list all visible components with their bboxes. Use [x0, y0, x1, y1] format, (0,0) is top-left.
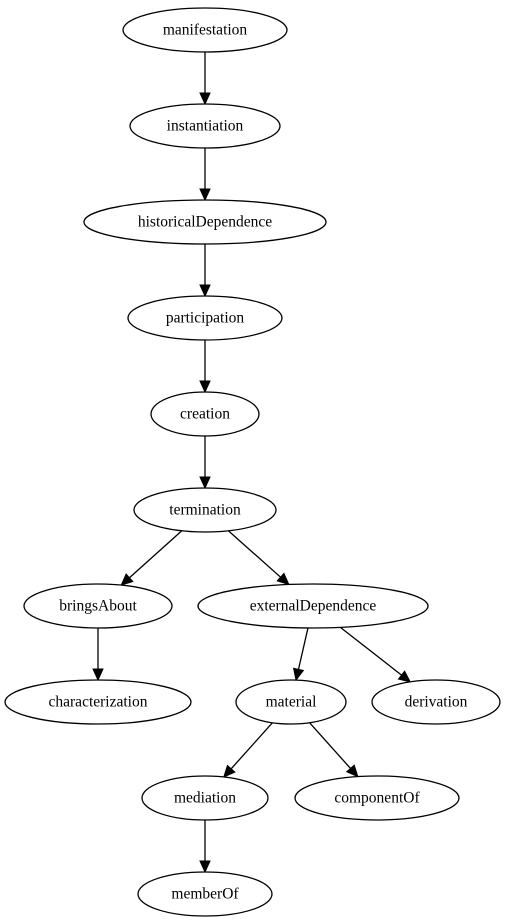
- node-label: historicalDependence: [138, 214, 272, 231]
- arrowhead-icon: [292, 667, 305, 682]
- edges-layer: [92, 52, 412, 874]
- edge-historicalDependence-to-participation: [199, 244, 211, 298]
- node-termination: termination: [133, 487, 277, 533]
- arrowhead-icon: [397, 670, 412, 683]
- node-ellipse: [83, 199, 327, 245]
- node-bringsAbout: bringsAbout: [23, 583, 173, 629]
- node-ellipse: [129, 103, 281, 149]
- node-ellipse: [150, 391, 260, 437]
- node-ellipse: [235, 679, 347, 725]
- node-label: externalDependence: [250, 598, 377, 615]
- arrowhead-icon: [199, 380, 211, 394]
- arrowhead-icon: [120, 573, 134, 586]
- edge-creation-to-termination: [199, 436, 211, 490]
- node-label: participation: [166, 310, 245, 327]
- arrowhead-icon: [199, 284, 211, 298]
- node-label: derivation: [405, 694, 468, 711]
- arrowhead-icon: [199, 188, 211, 202]
- node-label: material: [266, 694, 317, 711]
- edge-manifestation-to-instantiation: [199, 52, 211, 106]
- edge-material-to-componentOf: [309, 722, 359, 778]
- node-ellipse: [127, 295, 283, 341]
- node-memberOf: memberOf: [137, 871, 273, 917]
- edge-mediation-to-memberOf: [199, 820, 211, 874]
- node-derivation: derivation: [371, 679, 501, 725]
- node-ellipse: [141, 775, 269, 821]
- node-ellipse: [294, 775, 460, 821]
- node-ellipse: [23, 583, 173, 629]
- node-manifestation: manifestation: [122, 7, 288, 53]
- edge-material-to-mediation: [223, 722, 273, 778]
- edge-instantiation-to-historicalDependence: [199, 148, 211, 202]
- arrowhead-icon: [199, 860, 211, 874]
- edge-line: [309, 722, 351, 769]
- node-historicalDependence: historicalDependence: [83, 199, 327, 245]
- node-ellipse: [122, 7, 288, 53]
- node-label: termination: [169, 502, 241, 519]
- node-label: componentOf: [334, 790, 420, 807]
- edge-termination-to-externalDependence: [227, 530, 290, 586]
- edge-line: [339, 626, 402, 676]
- node-creation: creation: [150, 391, 260, 437]
- edge-line: [297, 627, 309, 670]
- node-material: material: [235, 679, 347, 725]
- edge-line: [129, 530, 183, 579]
- node-label: creation: [180, 406, 230, 423]
- edge-line: [230, 722, 273, 770]
- nodes-layer: manifestation instantiation historicalDepe…: [4, 7, 501, 917]
- arrowhead-icon: [276, 572, 290, 586]
- edge-line: [227, 530, 282, 578]
- arrowhead-icon: [199, 476, 211, 490]
- node-ellipse: [137, 871, 273, 917]
- edge-termination-to-bringsAbout: [120, 530, 183, 586]
- edge-bringsAbout-to-characterization: [92, 628, 104, 682]
- node-label: bringsAbout: [59, 598, 137, 615]
- edge-externalDependence-to-material: [292, 627, 309, 682]
- arrowhead-icon: [92, 668, 104, 682]
- node-ellipse: [197, 583, 429, 629]
- node-ellipse: [4, 679, 192, 725]
- edge-participation-to-creation: [199, 340, 211, 394]
- node-characterization: characterization: [4, 679, 192, 725]
- node-mediation: mediation: [141, 775, 269, 821]
- node-externalDependence: externalDependence: [197, 583, 429, 629]
- node-label: characterization: [49, 694, 148, 711]
- node-participation: participation: [127, 295, 283, 341]
- node-ellipse: [371, 679, 501, 725]
- node-componentOf: componentOf: [294, 775, 460, 821]
- edge-externalDependence-to-derivation: [339, 626, 412, 683]
- node-label: instantiation: [167, 118, 244, 135]
- arrowhead-icon: [199, 92, 211, 106]
- arrowhead-icon: [223, 764, 236, 778]
- node-label: memberOf: [171, 886, 239, 903]
- node-ellipse: [133, 487, 277, 533]
- node-label: manifestation: [163, 22, 248, 39]
- node-instantiation: instantiation: [129, 103, 281, 149]
- arrowhead-icon: [345, 764, 359, 778]
- node-label: mediation: [174, 790, 236, 807]
